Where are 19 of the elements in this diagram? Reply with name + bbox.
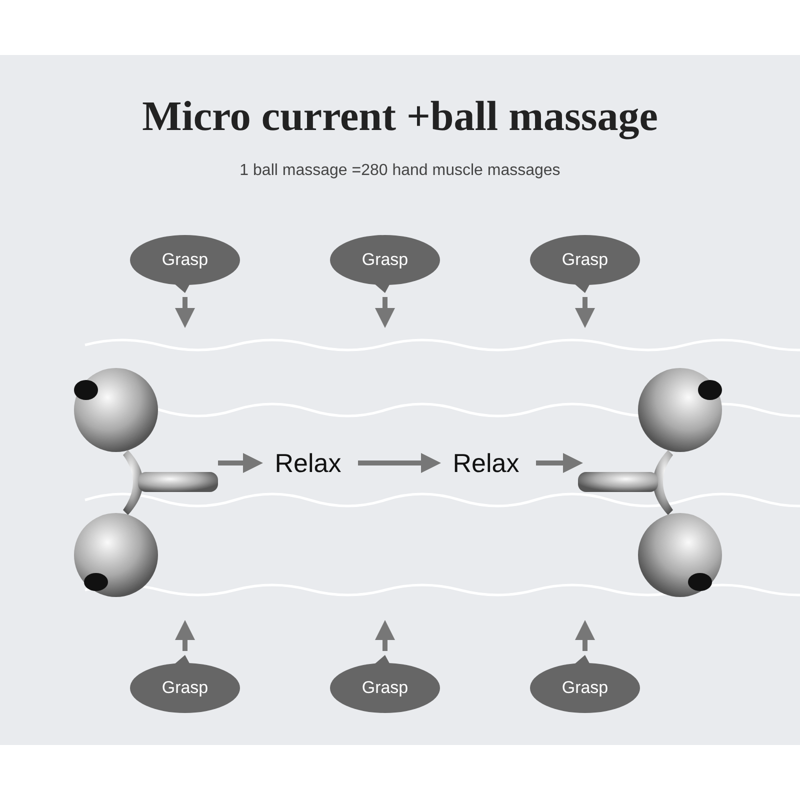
arrow	[536, 453, 583, 473]
bubble-label: Grasp	[160, 678, 210, 698]
bubble-label: Grasp	[160, 250, 210, 270]
relax-label: Relax	[440, 445, 532, 481]
arrow	[375, 620, 395, 651]
arrow	[175, 297, 195, 328]
relax-label: Relax	[262, 445, 354, 481]
arrow	[575, 297, 595, 328]
bubble-label: Grasp	[560, 678, 610, 698]
title: Micro current +ball massage	[141, 93, 659, 141]
bubble-label: Grasp	[360, 678, 410, 698]
arrow	[358, 453, 441, 473]
subtitle: 1 ball massage =280 hand muscle massages	[238, 162, 562, 180]
arrow	[218, 453, 263, 473]
arrow	[175, 620, 195, 651]
bubble-label: Grasp	[560, 250, 610, 270]
arrow	[375, 297, 395, 328]
bubble-label: Grasp	[360, 250, 410, 270]
arrow	[575, 620, 595, 651]
